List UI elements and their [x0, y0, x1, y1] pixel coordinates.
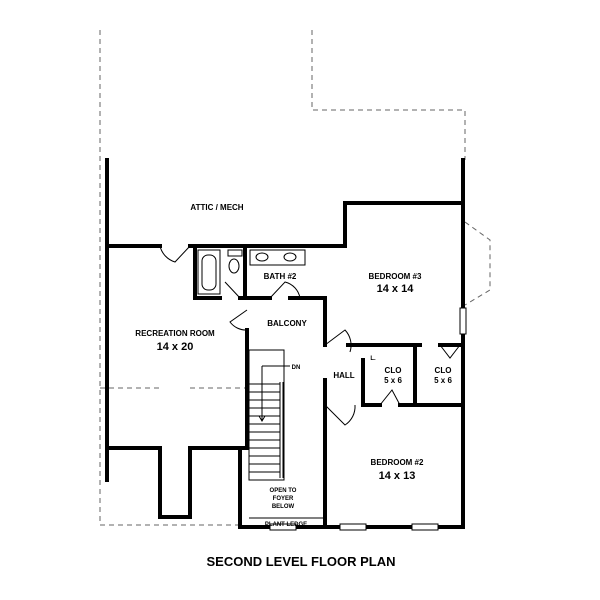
windows	[269, 307, 467, 531]
balcony-label: BALCONY	[267, 319, 307, 328]
stairs-down-label: DN	[292, 365, 301, 371]
bedroom2-size: 14 x 13	[379, 470, 416, 482]
closet2-size: 5 x 6	[434, 376, 452, 385]
walls	[105, 158, 465, 529]
closet2-label: CLO	[435, 366, 452, 375]
open-foyer-line1: OPEN TO	[270, 488, 297, 494]
plant-ledge-label: PLANT LEDGE	[265, 522, 307, 528]
bath2-label: BATH #2	[264, 272, 297, 281]
roof-outline	[99, 30, 491, 526]
recreation-size: 14 x 20	[157, 341, 194, 353]
doors	[159, 245, 461, 426]
open-foyer-line3: BELOW	[272, 504, 295, 510]
attic-label: ATTIC / MECH	[190, 203, 243, 212]
open-foyer-line2: FOYER	[273, 496, 294, 502]
bath-fixtures	[197, 249, 306, 295]
hall-label: HALL	[333, 371, 354, 380]
bedroom3-label: BEDROOM #3	[369, 272, 422, 281]
linen-label: L.	[370, 356, 376, 362]
bedroom3-size: 14 x 14	[377, 283, 415, 295]
staircase[interactable]	[248, 349, 290, 481]
sink-icon	[283, 252, 297, 262]
bedroom2-label: BEDROOM #2	[371, 458, 424, 467]
closet1-size: 5 x 6	[384, 376, 402, 385]
sink-icon	[255, 252, 269, 262]
plan-title: SECOND LEVEL FLOOR PLAN	[207, 554, 396, 569]
closet1-label: CLO	[385, 366, 402, 375]
recreation-label: RECREATION ROOM	[135, 329, 215, 338]
